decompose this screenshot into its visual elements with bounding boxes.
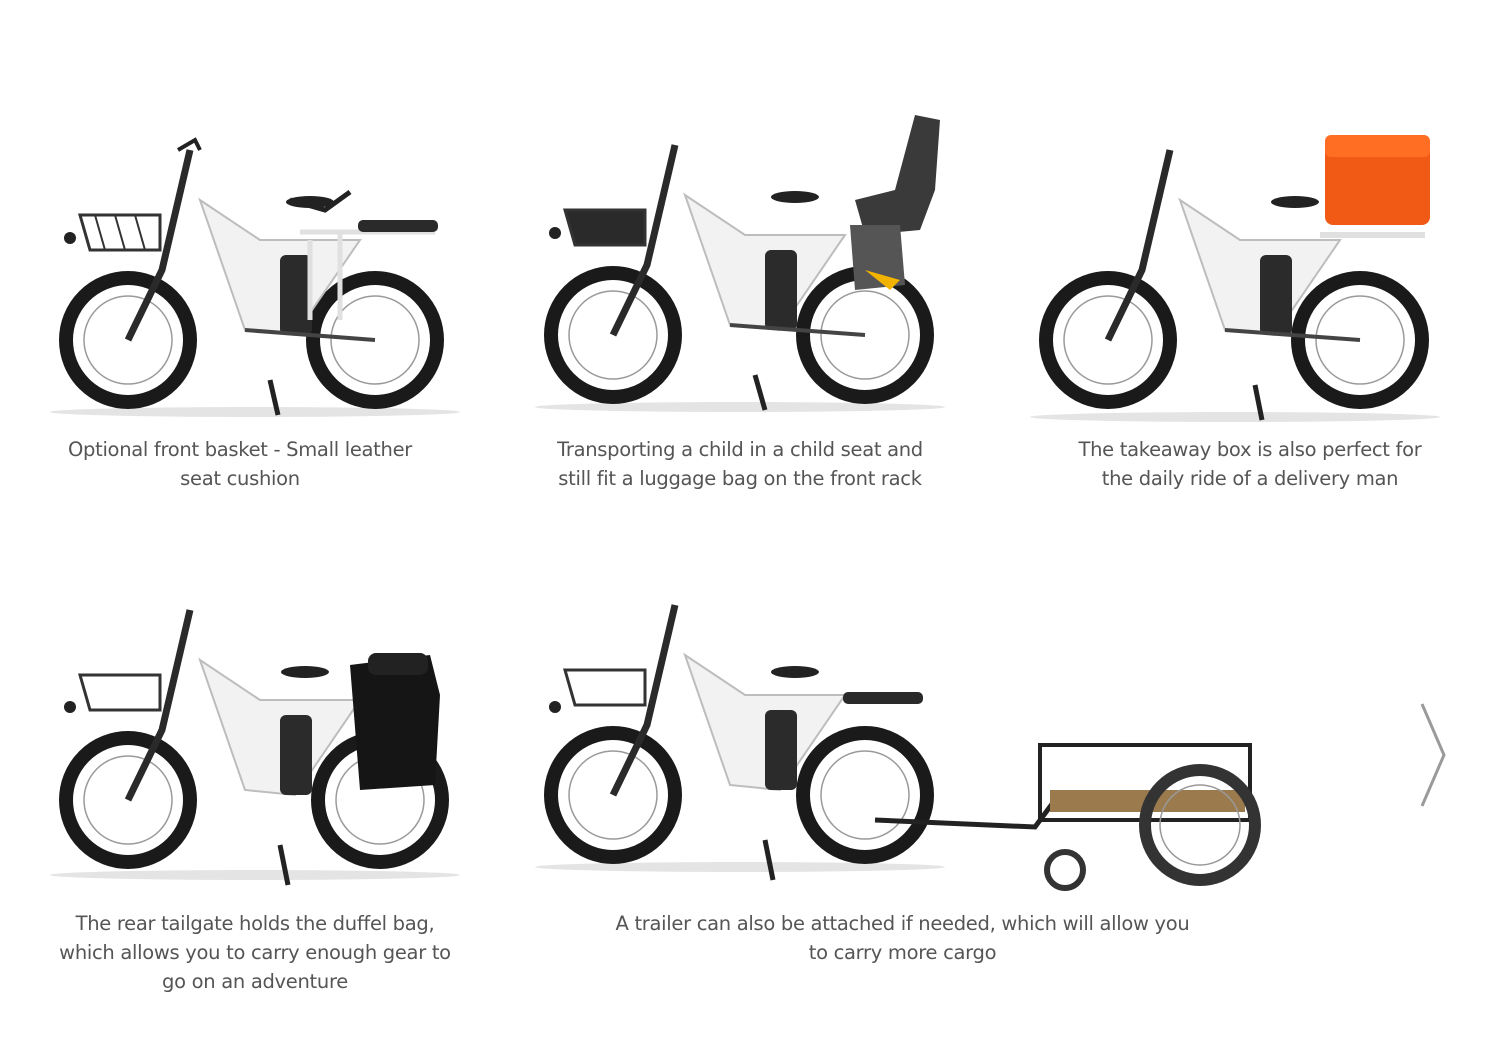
bike-with-front-basket-image xyxy=(50,137,460,417)
gallery-caption: A trailer can also be attached if needed… xyxy=(615,912,1190,964)
gallery-caption: Optional front basket - Small leather se… xyxy=(67,438,413,490)
gallery-item-trailer: A trailer can also be attached if needed… xyxy=(525,595,1275,1015)
bike-with-trailer-image xyxy=(535,604,1261,891)
gallery-caption: The takeaway box is also perfect for the… xyxy=(1078,438,1422,490)
chevron-right-icon xyxy=(1420,703,1446,807)
gallery-caption: Transporting a child in a child seat and… xyxy=(557,438,923,490)
gallery-item-duffel-bag: The rear tailgate holds the duffel bag, … xyxy=(40,595,480,1015)
next-slide-button[interactable] xyxy=(1418,700,1448,810)
bike-with-duffel-bag-image xyxy=(50,609,460,886)
gallery-item-takeaway-box: The takeaway box is also perfect for the… xyxy=(1020,110,1450,510)
gallery-item-front-basket: Optional front basket - Small leather se… xyxy=(40,110,470,510)
bike-with-child-seat-image xyxy=(535,115,945,412)
bike-with-takeaway-box-image xyxy=(1030,135,1440,422)
gallery-caption: The rear tailgate holds the duffel bag, … xyxy=(59,912,451,993)
gallery-item-child-seat: Transporting a child in a child seat and… xyxy=(525,110,955,510)
